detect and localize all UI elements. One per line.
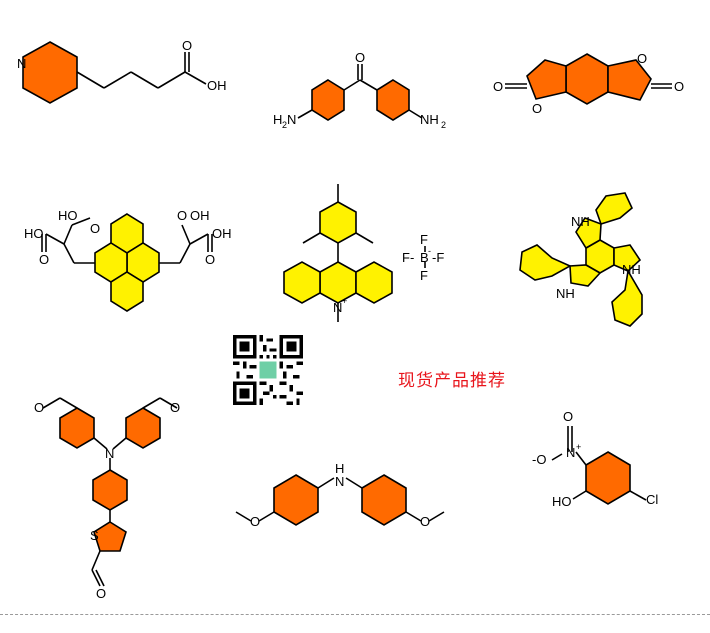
mesityl-ring: [319, 201, 357, 244]
benzophenone-o-label: O: [355, 50, 365, 65]
benzene-ring-left: [273, 474, 319, 526]
amine-right-sub-label: 2: [441, 120, 446, 130]
promo-text[interactable]: 现货产品推荐: [398, 371, 506, 391]
bf4-f-left-label: F-: [402, 250, 414, 265]
diaminobenzophenone-structure: [297, 64, 423, 121]
triazatruxene-nh-1-label: NH: [571, 214, 590, 229]
dpa-n-label: N: [335, 474, 344, 489]
triazatruxene-nh-3-label: NH: [556, 286, 575, 301]
thiophene-s-label: S: [90, 528, 99, 543]
amine-left-n-label: N: [287, 112, 296, 127]
chloro-nitrophenol-structure: [551, 426, 647, 505]
triphenylamine-thiophene-structure: [42, 397, 178, 587]
bf4-f-bottom-label: F: [420, 268, 428, 283]
nitro-plus-label: +: [576, 442, 581, 452]
triazatruxene-nh-2-label: NH: [622, 262, 641, 277]
dione-o-right-label: O: [674, 79, 684, 94]
pyrrole-ring-right: [613, 244, 642, 272]
benzene-ring-right: [376, 79, 410, 121]
dione-o-left-label: O: [493, 79, 503, 94]
pyrrole-ring-top: [575, 217, 602, 250]
acridine-ring-right: [355, 261, 393, 304]
pyridine-butanoic-acid-structure: [22, 41, 207, 104]
malonic-oh-2-label: OH: [212, 226, 232, 241]
malonic-o-4-label: O: [205, 252, 215, 267]
benzodifuranone-structure: [505, 53, 672, 105]
bf4-f-top-label: F: [420, 232, 428, 247]
dpa-h-label: H: [335, 461, 344, 476]
central-benzene-ring: [565, 53, 609, 105]
malonic-o-1-label: O: [90, 221, 100, 236]
malonic-o-2-label: O: [39, 252, 49, 267]
methoxyphenyl-ring-right: [125, 407, 161, 449]
pyrrole-ring-left: [569, 264, 602, 287]
aldehyde-o-label: O: [96, 586, 106, 601]
mesityl-acridinium-structure: [283, 184, 393, 322]
acid-oh-label: OH: [207, 78, 227, 93]
nitro-o-label: O: [563, 409, 573, 424]
acridine-ring-center: [319, 261, 357, 304]
pyridine-n-label: N: [17, 56, 26, 71]
amine-right-label: NH: [420, 112, 439, 127]
dpa-o-1-label: O: [250, 514, 260, 529]
amine-left-sub-label: 2: [282, 120, 287, 130]
dpa-o-2-label: O: [420, 514, 430, 529]
phenol-ho-label: HO: [552, 494, 572, 509]
amine-left-h-label: H: [273, 112, 282, 127]
benzene-ring-right: [361, 474, 407, 526]
thiophene-ring: [93, 521, 127, 552]
tpa-o-2-label: O: [170, 400, 180, 415]
chloro-label: Cl: [646, 492, 658, 507]
acridinium-n-label: N: [333, 300, 342, 315]
anthracene-ring-bottom: [110, 271, 144, 312]
benzo-ring-left: [519, 244, 572, 281]
malonic-ho-2-label: HO: [24, 226, 44, 241]
furanone-ring-left: [526, 59, 567, 100]
anthracene-malonic-acid-structure: [41, 213, 213, 312]
triazatruxene-structure: [519, 192, 643, 327]
bf4-minus-label: -: [428, 246, 431, 256]
acridinium-plus-label: +: [342, 296, 347, 306]
bf4-f-right-label: -F: [432, 250, 444, 265]
nitro-minus-o-label: -O: [532, 452, 546, 467]
bf4-b-label: B: [420, 250, 429, 265]
benzo-ring-top: [595, 192, 633, 225]
dione-ring-o2-label: O: [637, 51, 647, 66]
dimethoxydiphenylamine-structure: [235, 474, 445, 526]
malonic-o-3-label: O: [177, 208, 187, 223]
tpa-o-1-label: O: [34, 400, 44, 415]
dione-ring-o1-label: O: [532, 101, 542, 116]
nitro-n-label: N: [566, 445, 575, 460]
tpa-n-label: N: [105, 446, 114, 461]
malonic-ho-1-label: HO: [58, 208, 78, 223]
acridine-ring-left: [283, 261, 321, 304]
acid-carbonyl-o-label: O: [182, 38, 192, 53]
qr-code-icon[interactable]: [233, 335, 303, 405]
benzene-ring-left: [311, 79, 345, 121]
malonic-oh-1-label: OH: [190, 208, 210, 223]
phenyl-ring-center: [92, 469, 128, 511]
benzene-ring: [585, 451, 631, 505]
methoxyphenyl-ring-left: [59, 407, 95, 449]
furanone-ring-right: [607, 59, 652, 101]
pyridine-ring: [22, 41, 78, 104]
benzo-ring-right: [611, 268, 643, 327]
dashed-divider: [0, 614, 710, 615]
